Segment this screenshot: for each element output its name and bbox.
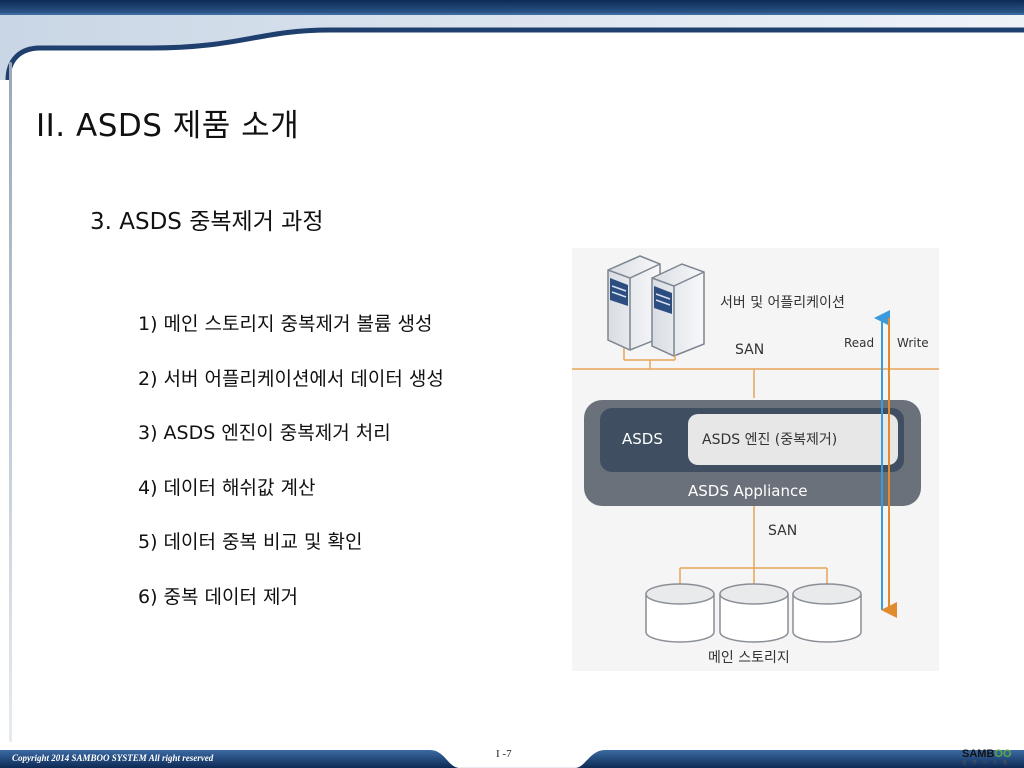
san-bottom-label: SAN: [768, 523, 797, 539]
logo-accent: OO: [994, 748, 1012, 760]
header-band: [0, 0, 1024, 81]
storage-disk-icon: [792, 583, 862, 643]
company-logo: SAMBOO 삼 부 시 스 템: [962, 748, 1020, 768]
san-top-label: SAN: [735, 342, 764, 358]
storage-disk-icon: [645, 583, 715, 643]
top-connector: [572, 348, 939, 398]
left-rule: [9, 62, 12, 742]
list-item: 1) 메인 스토리지 중복제거 볼륨 생성: [138, 313, 433, 335]
logo-main: SAMB: [962, 748, 995, 760]
list-item: 6) 중복 데이터 제거: [138, 585, 298, 608]
bottom-connector: [679, 506, 828, 588]
storage-label: 메인 스토리지: [708, 650, 790, 666]
slide-title: II. ASDS 제품 소개: [36, 108, 300, 144]
server-icon: [651, 263, 705, 357]
asds-label: ASDS: [622, 430, 663, 448]
list-item: 2) 서버 어플리케이션에서 데이터 생성: [138, 367, 444, 390]
list-item: 3) ASDS 엔진이 중복제거 처리: [138, 422, 391, 444]
page-number: I -7: [496, 748, 512, 760]
copyright-text: Copyright 2014 SAMBOO SYSTEM All right r…: [12, 753, 214, 763]
server-label: 서버 및 어플리케이션: [720, 295, 845, 311]
logo-subtext: 삼 부 시 스 템: [962, 760, 1010, 766]
engine-label: ASDS 엔진 (중복제거): [702, 432, 837, 448]
footer-band: [0, 750, 1024, 768]
storage-disk-icon: [719, 583, 789, 643]
slide-subtitle: 3. ASDS 중복제거 과정: [90, 209, 324, 235]
write-label: Write: [897, 336, 929, 350]
list-item: 5) 데이터 중복 비교 및 확인: [138, 531, 363, 553]
asds-diagram: 서버 및 어플리케이션 SAN Read Write ASDS ASDS 엔진 …: [572, 248, 939, 671]
step-list: 1) 메인 스토리지 중복제거 볼륨 생성 2) 서버 어플리케이션에서 데이터…: [138, 310, 444, 637]
appliance-label: ASDS Appliance: [688, 482, 807, 500]
list-item: 4) 데이터 해쉬값 계산: [138, 476, 316, 499]
read-label: Read: [844, 336, 874, 350]
engine-box: [688, 414, 898, 465]
